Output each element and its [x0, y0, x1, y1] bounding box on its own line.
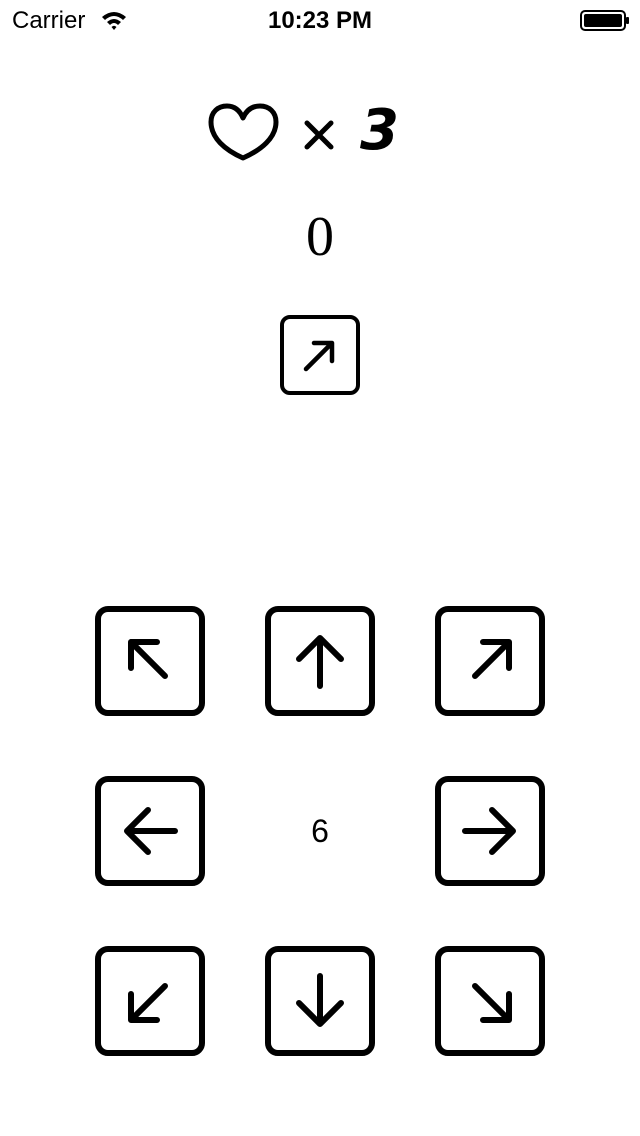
battery-icon: [580, 10, 629, 31]
arrow-up-left-icon: [95, 606, 205, 716]
arrow-down-icon: [265, 946, 375, 1056]
countdown-timer: 6: [311, 813, 329, 849]
up-left-button[interactable]: [95, 606, 205, 716]
multiply-icon: [304, 120, 334, 150]
status-bar: Carrier 10:23 PM: [0, 0, 640, 40]
right-button[interactable]: [435, 776, 545, 886]
arrow-up-icon: [265, 606, 375, 716]
up-right-button[interactable]: [435, 606, 545, 716]
left-button[interactable]: [95, 776, 205, 886]
target-arrow-up-right-icon: [280, 315, 360, 395]
arrow-up-right-icon: [435, 606, 545, 716]
down-button[interactable]: [265, 946, 375, 1056]
lives-indicator: 3: [205, 98, 435, 164]
heart-outline-icon: [208, 103, 279, 161]
status-time: 10:23 PM: [267, 7, 373, 34]
arrow-left-icon: [95, 776, 205, 886]
down-right-button[interactable]: [435, 946, 545, 1056]
arrow-down-left-icon: [95, 946, 205, 1056]
score-value: 0: [306, 206, 334, 268]
up-button[interactable]: [265, 606, 375, 716]
lives-count: 3: [360, 98, 399, 163]
carrier-label: Carrier: [12, 7, 86, 34]
down-left-button[interactable]: [95, 946, 205, 1056]
wifi-icon: [102, 12, 126, 30]
arrow-right-icon: [435, 776, 545, 886]
arrow-down-right-icon: [435, 946, 545, 1056]
